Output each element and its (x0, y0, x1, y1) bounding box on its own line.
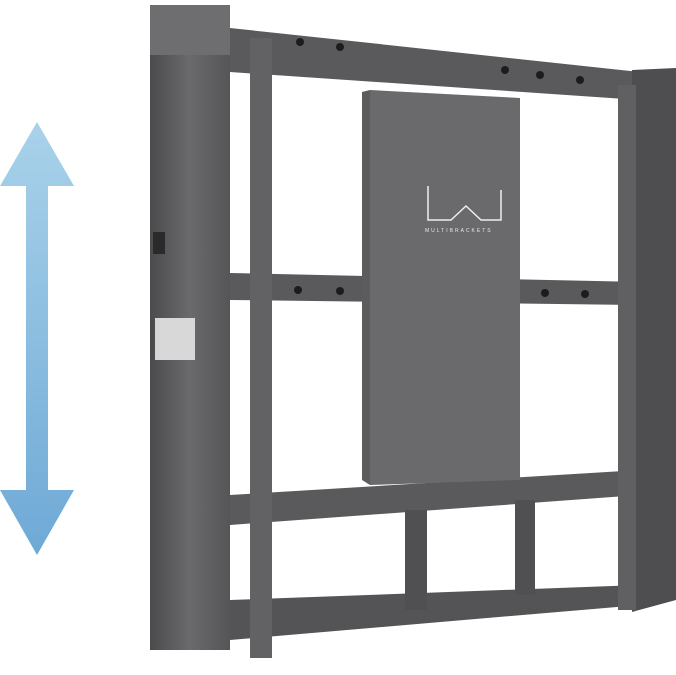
mounting-holes (294, 38, 589, 298)
brand-text: MULTIBRACKETS (425, 228, 493, 234)
wall-mount-frame (150, 5, 676, 658)
brand-logo (427, 186, 502, 221)
vertical-arrow-icon (0, 122, 74, 555)
